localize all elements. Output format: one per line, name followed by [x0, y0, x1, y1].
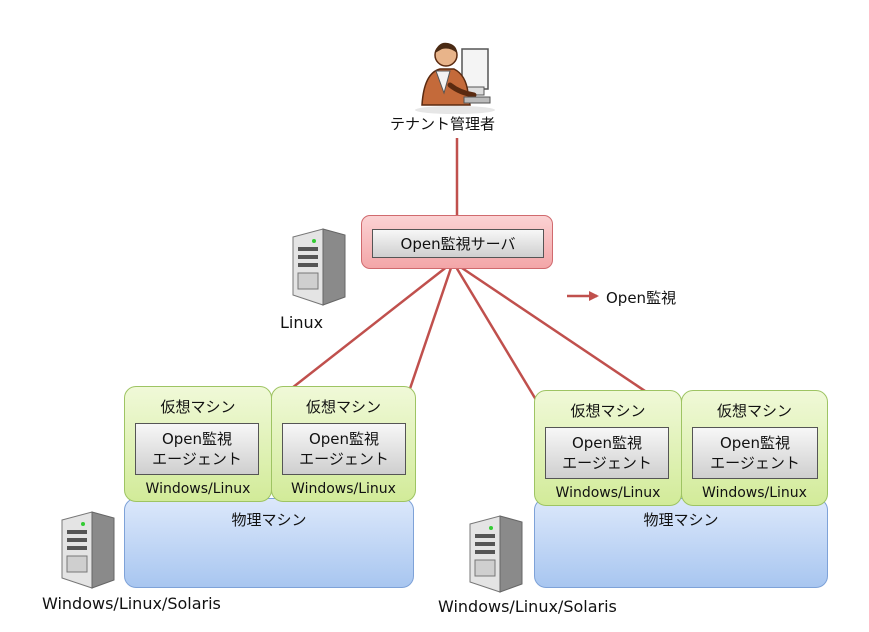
agent-box: Open監視 エージェント	[692, 427, 818, 479]
agent-box: Open監視 エージェント	[135, 423, 259, 475]
server-os-label: Linux	[280, 313, 324, 332]
agent-line-2: エージェント	[710, 454, 800, 472]
host-os-label: Windows/Linux/Solaris	[438, 597, 617, 616]
virtual-machine-3: 仮想マシン Open監視 エージェント Windows/Linux	[534, 390, 682, 506]
vm-os-label: Windows/Linux	[291, 481, 396, 497]
admin-label: テナント管理者	[390, 115, 496, 133]
vm-os-label: Windows/Linux	[702, 485, 807, 501]
virtual-machine-2: 仮想マシン Open監視 エージェント Windows/Linux	[271, 386, 416, 502]
monitoring-server-label: Open監視サーバ	[372, 229, 544, 258]
person-at-computer-icon	[415, 42, 495, 114]
legend-label: Open監視	[606, 289, 677, 307]
physical-machine-2: 物理マシン	[534, 498, 828, 588]
agent-line-2: エージェント	[562, 454, 652, 472]
agent-box: Open監視 エージェント	[545, 427, 669, 479]
agent-box: Open監視 エージェント	[282, 423, 406, 475]
agent-line-2: エージェント	[152, 450, 242, 468]
agent-line-1: Open監視	[571, 434, 643, 452]
agent-line-1: Open監視	[308, 430, 380, 448]
vm-os-label: Windows/Linux	[145, 481, 251, 497]
server-tower-icon	[292, 228, 346, 306]
server-tower-icon	[469, 515, 523, 593]
physical-machine-label: 物理マシン	[231, 511, 307, 529]
host-os-label: Windows/Linux/Solaris	[42, 594, 221, 613]
monitoring-server: Open監視サーバ	[361, 215, 553, 269]
agent-line-1: Open監視	[719, 434, 791, 452]
physical-machine-1: 物理マシン	[124, 498, 414, 588]
server-tower-icon	[61, 511, 115, 589]
agent-line-1: Open監視	[161, 430, 233, 448]
vm-title: 仮想マシン	[305, 398, 381, 416]
virtual-machine-4: 仮想マシン Open監視 エージェント Windows/Linux	[681, 390, 828, 506]
virtual-machine-1: 仮想マシン Open監視 エージェント Windows/Linux	[124, 386, 272, 502]
vm-title: 仮想マシン	[716, 402, 792, 420]
vm-title: 仮想マシン	[160, 398, 236, 416]
vm-os-label: Windows/Linux	[555, 485, 661, 501]
physical-machine-label: 物理マシン	[643, 511, 719, 529]
vm-title: 仮想マシン	[570, 402, 646, 420]
agent-line-2: エージェント	[299, 450, 389, 468]
